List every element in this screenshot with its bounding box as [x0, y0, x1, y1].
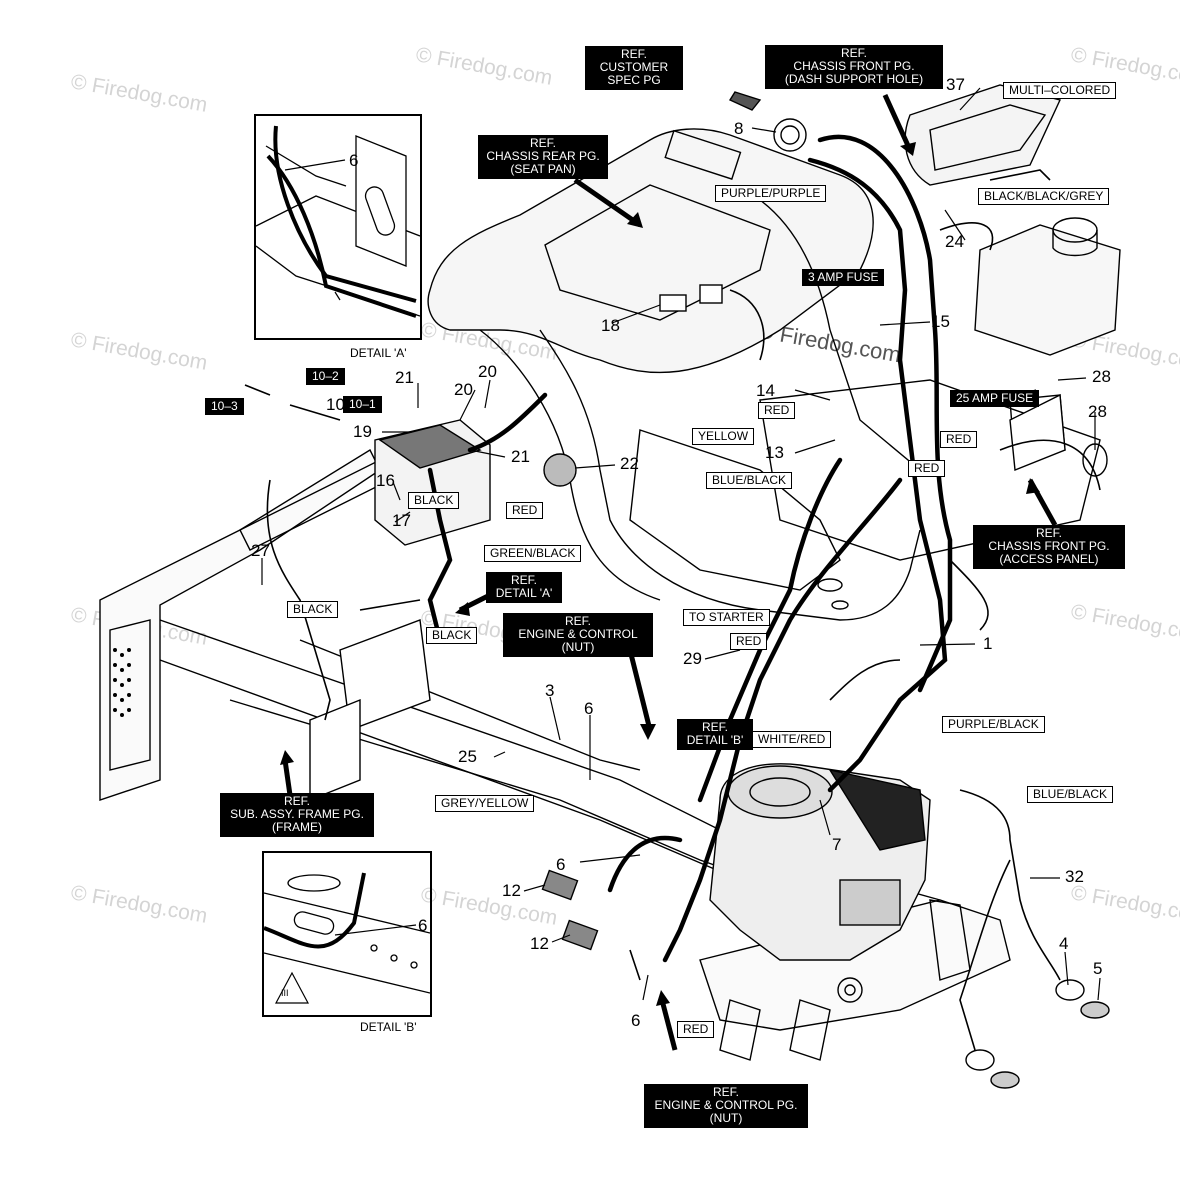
label-red-bottom: RED	[677, 1021, 715, 1038]
callout-6-a: 6	[584, 699, 594, 718]
ref-detail-b: REF. DETAIL 'B'	[677, 719, 753, 750]
detail-b-callout-6: 6	[418, 916, 428, 935]
label-purple-purple: PURPLE/PURPLE	[715, 185, 827, 202]
label-3-amp-fuse: 3 AMP FUSE	[802, 269, 885, 286]
callout-28-b: 28	[1088, 402, 1107, 421]
callout-16: 16	[376, 471, 395, 490]
ref-engine-control-bottom: REF. ENGINE & CONTROL PG. (NUT)	[644, 1084, 808, 1128]
callout-15: 15	[931, 312, 950, 331]
callout-19: 19	[353, 422, 372, 441]
callout-1: 1	[983, 634, 993, 653]
triangle-mark: III	[281, 988, 289, 998]
label-black-16: BLACK	[408, 492, 460, 509]
callout-24: 24	[945, 232, 964, 251]
callout-4: 4	[1059, 934, 1069, 953]
label-white-red: WHITE/RED	[752, 731, 832, 748]
ref-sub-assy-frame: REF. SUB. ASSY. FRAME PG. (FRAME)	[220, 793, 374, 837]
label-red-right2: RED	[908, 460, 946, 477]
ref-engine-control-top: REF. ENGINE & CONTROL (NUT)	[503, 613, 653, 657]
ref-chassis-rear: REF. CHASSIS REAR PG. (SEAT PAN)	[478, 135, 608, 179]
ref-customer-spec: REF. CUSTOMER SPEC PG	[585, 46, 683, 90]
callout-12-a: 12	[502, 881, 521, 900]
detail-a-caption: DETAIL 'A'	[350, 346, 407, 360]
callout-5: 5	[1093, 959, 1103, 978]
callout-20-a: 20	[454, 380, 473, 399]
detail-a-inset	[254, 114, 422, 340]
callout-6-c: 6	[631, 1011, 641, 1030]
callout-10: 10	[326, 395, 345, 414]
callout-10-2: 10–2	[306, 368, 345, 385]
ref-detail-a: REF. DETAIL 'A'	[486, 572, 562, 603]
callout-8: 8	[734, 119, 744, 138]
callout-12-b: 12	[530, 934, 549, 953]
callout-28-a: 28	[1092, 367, 1111, 386]
callout-6-b: 6	[556, 855, 566, 874]
label-green-black: GREEN/BLACK	[484, 545, 582, 562]
label-red-29: RED	[730, 633, 768, 650]
callout-27: 27	[251, 541, 270, 560]
label-black-27: BLACK	[287, 601, 339, 618]
label-black-black-grey: BLACK/BLACK/GREY	[978, 188, 1110, 205]
callout-17: 17	[392, 511, 411, 530]
callout-32: 32	[1065, 867, 1084, 886]
label-blue-black-right: BLUE/BLACK	[1027, 786, 1114, 803]
detail-b-caption: DETAIL 'B'	[360, 1020, 417, 1034]
callout-13: 13	[765, 443, 784, 462]
label-red-right1: RED	[940, 431, 978, 448]
detail-b-inset	[262, 851, 432, 1017]
callout-21-b: 21	[511, 447, 530, 466]
label-red-14: RED	[758, 402, 796, 419]
label-to-starter: TO STARTER	[683, 609, 770, 626]
callout-7: 7	[832, 835, 842, 854]
ref-chassis-front-dash: REF. CHASSIS FRONT PG. (DASH SUPPORT HOL…	[765, 45, 943, 89]
label-yellow: YELLOW	[692, 428, 755, 445]
detail-b-art	[263, 872, 431, 1004]
callout-25: 25	[458, 747, 477, 766]
callout-21-a: 21	[395, 368, 414, 387]
callout-22: 22	[620, 454, 639, 473]
label-red-battery: RED	[506, 502, 544, 519]
callout-10-1: 10–1	[343, 396, 382, 413]
label-purple-black: PURPLE/BLACK	[942, 716, 1045, 733]
label-multi-colored: MULTI–COLORED	[1003, 82, 1117, 99]
callout-20-b: 20	[478, 362, 497, 381]
callout-6-d: 6	[349, 151, 359, 170]
detail-a-art	[255, 125, 421, 318]
label-blue-black-center: BLUE/BLACK	[706, 472, 793, 489]
callout-10-3: 10–3	[205, 398, 244, 415]
label-grey-yellow: GREY/YELLOW	[435, 795, 535, 812]
label-black-lower: BLACK	[426, 627, 478, 644]
callout-3: 3	[545, 681, 555, 700]
callout-14: 14	[756, 381, 775, 400]
label-25-amp-fuse: 25 AMP FUSE	[950, 390, 1040, 407]
callout-18: 18	[601, 316, 620, 335]
callout-29: 29	[683, 649, 702, 668]
callout-37: 37	[946, 75, 965, 94]
ref-chassis-front-access: REF. CHASSIS FRONT PG. (ACCESS PANEL)	[973, 525, 1125, 569]
